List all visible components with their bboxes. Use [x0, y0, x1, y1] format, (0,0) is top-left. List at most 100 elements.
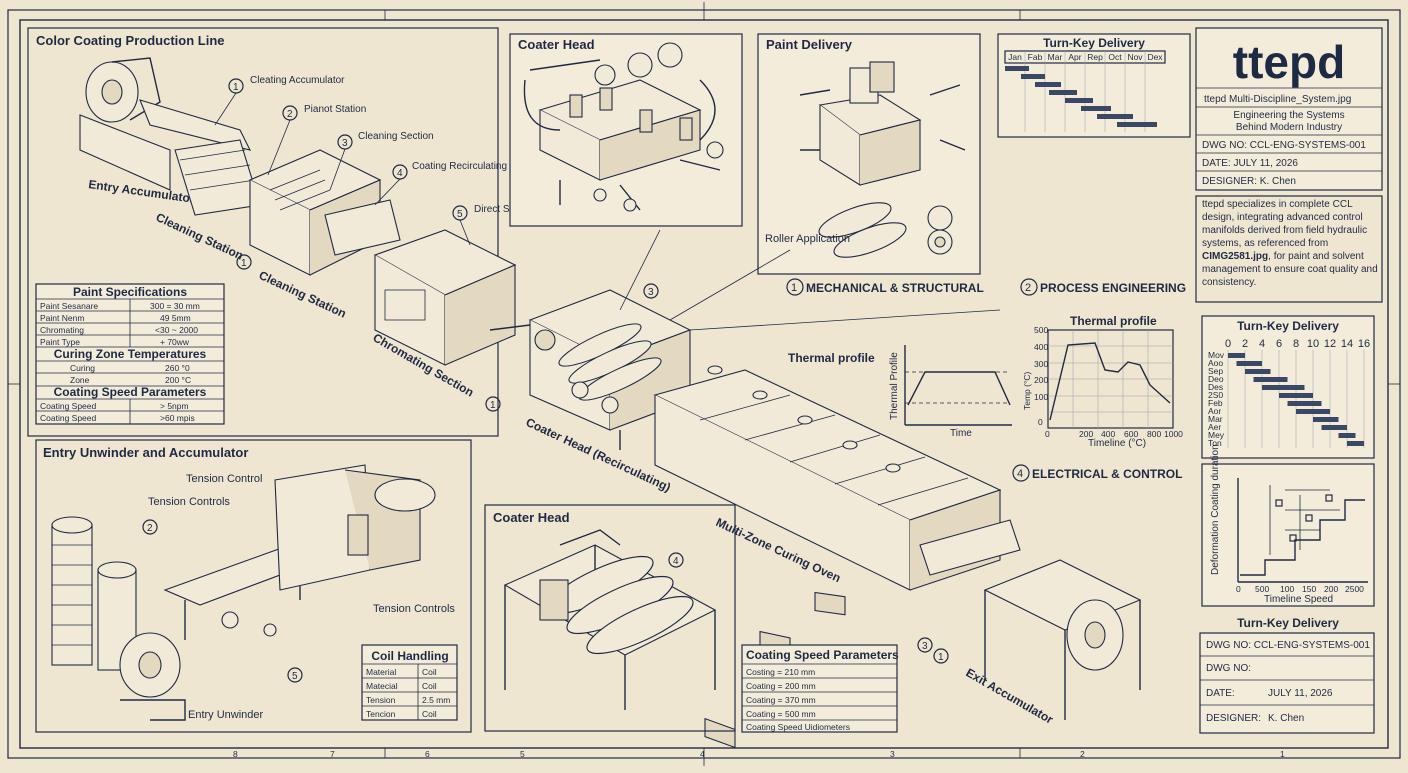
entry-unwinder-title: Entry Unwinder and Accumulator	[43, 445, 248, 460]
coater-bottom-callout-4: 4	[668, 552, 684, 568]
tl-ylabel: Temp (°C)	[1022, 371, 1032, 410]
tick-6: 6	[425, 749, 430, 759]
cc-xtick-0: 0	[1236, 584, 1241, 594]
svg-text:4: 4	[1017, 468, 1023, 480]
description-box	[1195, 195, 1383, 303]
gantt-side-row-label: 2S0	[1208, 390, 1223, 400]
tick-5: 5	[520, 749, 525, 759]
thermal-profile-small: Thermal profile Thermal Profile Time	[788, 345, 1012, 439]
production-line-panel	[27, 27, 499, 437]
coil-row-3-label: Tension	[366, 695, 396, 705]
speed-row-1-value: > 5npm	[160, 401, 189, 411]
cleaning-stand	[174, 139, 261, 216]
tl-ytick-4: 100	[1034, 392, 1048, 402]
tick-4: 4	[700, 749, 705, 759]
tagline-line-2: Behind Modern Industry	[1236, 122, 1342, 133]
callout-3-text: Cleaning Section	[358, 131, 434, 142]
coil-row-2-label: Matecial	[366, 681, 398, 691]
coating-speed-row-1: Costing = 210 mm	[746, 667, 815, 677]
coater-head-bottom-panel	[484, 504, 736, 732]
bottom-tb-designer-value: K. Chen	[1268, 713, 1304, 724]
gantt-side-row-label: Ton	[1208, 438, 1222, 448]
gantt-side-bar	[1279, 393, 1313, 398]
entry-accumulator-label: Entry Accumulator	[88, 177, 196, 206]
coil-handling-table: Coil Handling Material Coil Matecial Coi…	[361, 644, 458, 721]
svg-text:1: 1	[490, 400, 496, 411]
spec-row-2-value: 49 5mm	[160, 313, 191, 323]
tl-ytick-2: 300	[1034, 359, 1048, 369]
gantt-side-bar	[1228, 353, 1245, 358]
gantt-side-tick: 16	[1358, 338, 1370, 350]
callout-2-text: Pianot Station	[304, 104, 366, 115]
callout-1-text: Cleating Accumulator	[250, 75, 345, 86]
gantt-top-month: Dex	[1147, 52, 1163, 62]
gantt-top-title: Turn-Key Delivery	[1043, 36, 1145, 50]
gantt-side-title: Turn-Key Delivery	[1237, 319, 1339, 333]
svg-text:5: 5	[457, 209, 463, 220]
gantt-side-bar	[1287, 401, 1322, 406]
paint-delivery-title: Paint Delivery	[766, 37, 853, 52]
bottom-tb-date-label: DATE:	[1206, 688, 1235, 699]
thermal-profile-large: Thermal profile 500 400 300 200 100 0 0 …	[1022, 314, 1183, 449]
gantt-side-bar	[1347, 441, 1364, 446]
coil-row-2-value: Coil	[422, 681, 437, 691]
spec-row-2-label: Paint Nenm	[40, 313, 84, 323]
gantt-side-tick: 14	[1341, 338, 1353, 350]
cc-xtick-3: 150	[1302, 584, 1316, 594]
bottom-tb-dwg2: DWG NO:	[1206, 663, 1251, 674]
spec-row-1-value: 300 = 30 mm	[150, 301, 200, 311]
frame-ticks	[8, 2, 1400, 766]
gantt-top-bar	[1117, 122, 1157, 127]
spec-row-3-label: Chromating	[40, 325, 84, 335]
tension-controls-label-a: Tension Controls	[148, 496, 230, 508]
coil-row-4-value: Coil	[422, 709, 437, 719]
discipline-electrical: 4 ELECTRICAL & CONTROL	[1012, 464, 1182, 482]
exit-accumulator-machine	[983, 559, 1142, 720]
tl-xtick-4: 800	[1147, 429, 1161, 439]
unwinder-callout-5: 5	[287, 667, 303, 683]
tl-xtick-2: 400	[1101, 429, 1115, 439]
cc-xtick-2: 100	[1280, 584, 1294, 594]
thermal-large-title: Thermal profile	[1070, 314, 1157, 328]
tension-control-label: Tension Control	[186, 473, 262, 485]
curing-row-1-value: 260 °0	[165, 363, 190, 373]
discipline-mechanical-label: MECHANICAL & STRUCTURAL	[806, 281, 984, 295]
speed-row-1-label: Coating Speed	[40, 401, 97, 411]
gantt-side-row-label: Deo	[1208, 374, 1224, 384]
coating-speed-row-5: Coating Speed Uidiometers	[746, 722, 850, 732]
bottom-title-block: Turn-Key Delivery DWG NO: CCL-ENG-SYSTEM…	[1199, 616, 1375, 734]
gantt-side-row-label: Sep	[1208, 366, 1223, 376]
tagline-line-1: Engineering the Systems	[1233, 110, 1344, 121]
discipline-process: 2 PROCESS ENGINEERING	[1020, 278, 1186, 296]
discipline-process-label: PROCESS ENGINEERING	[1040, 281, 1186, 295]
chromating-section	[373, 229, 517, 366]
leader-mechanical	[689, 309, 1001, 331]
callout-cleaning-1: 1	[236, 254, 252, 270]
entry-unwinder-label: Entry Unwinder	[188, 709, 264, 721]
gantt-side-bar	[1262, 385, 1305, 390]
unwinder-callout-2: 2	[142, 519, 158, 535]
bottom-tb-title: Turn-Key Delivery	[1237, 616, 1339, 630]
bottom-tb-date-value: JULY 11, 2026	[1268, 688, 1333, 699]
tick-1: 1	[1280, 749, 1285, 759]
description-ref: CIMG2581.jpg	[1202, 251, 1269, 262]
speed-row-2-value: >60 mpis	[160, 413, 195, 423]
gantt-side-row-label: Des	[1208, 382, 1223, 392]
paint-specs-title: Paint Specifications	[73, 285, 187, 299]
production-line-title: Color Coating Production Line	[36, 33, 225, 48]
gantt-side-row-label: Mar	[1208, 414, 1223, 424]
callout-3: 3 Cleaning Section	[329, 131, 434, 191]
coating-speed-row-2: Coating = 200 mm	[746, 681, 816, 691]
svg-text:1: 1	[233, 82, 239, 93]
gantt-side-tick: 10	[1307, 338, 1319, 350]
tl-ytick-1: 400	[1034, 342, 1048, 352]
tl-ytick-3: 200	[1034, 375, 1048, 385]
roller-application-label-1: Roller Application	[765, 233, 850, 245]
discipline-electrical-label: ELECTRICAL & CONTROL	[1032, 467, 1182, 481]
svg-text:2: 2	[287, 109, 293, 120]
manifold-drawing	[523, 42, 724, 212]
